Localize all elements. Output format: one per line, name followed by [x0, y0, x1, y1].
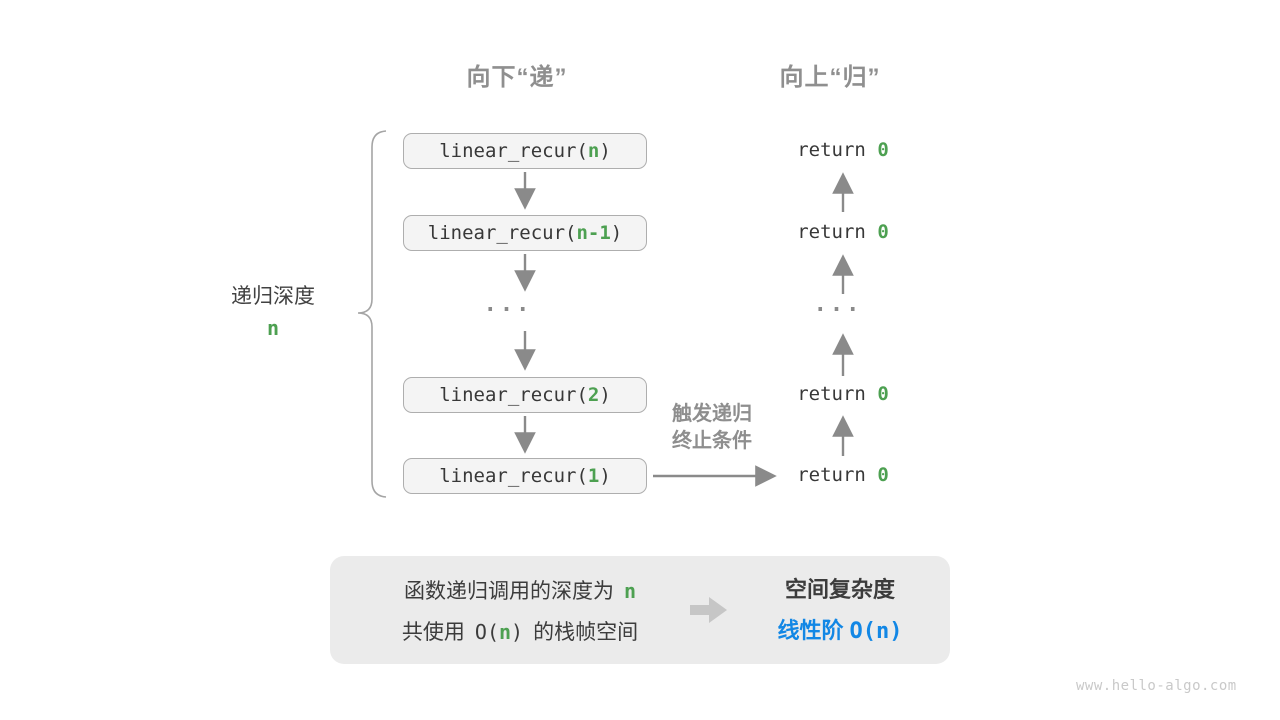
call-text: ) [599, 384, 611, 406]
return-keyword: return [797, 383, 878, 405]
return-value: 0 [877, 139, 889, 161]
summary-line1-text: 函数递归调用的深度为 [403, 580, 614, 603]
implies-arrow-icon [690, 597, 727, 623]
termination-note: 触发递归 终止条件 [651, 401, 773, 455]
descend-ellipsis: ... [483, 292, 533, 317]
big-o-open: O( [474, 620, 499, 644]
call-text: linear_recur( [439, 140, 588, 162]
order-notation: O(n) [849, 619, 903, 644]
summary-line1: 函数递归调用的深度为 n [340, 571, 700, 612]
watermark: www.hello-algo.com [1076, 678, 1237, 694]
return-keyword: return [797, 464, 878, 486]
order-label: 线性阶 [777, 618, 844, 643]
termination-note-line1: 触发递归 [672, 403, 752, 425]
call-arg: n-1 [576, 222, 611, 244]
summary-line1-n: n [623, 579, 637, 603]
call-box-1: linear_recur(1) [403, 458, 647, 494]
big-o-n: n [499, 620, 512, 644]
summary-line2-pre: 共使用 [401, 621, 465, 644]
column-header-descend: 向下“递” [466, 64, 568, 91]
call-arg: n [587, 140, 600, 162]
return-value: 0 [877, 221, 889, 243]
return-keyword: return [797, 221, 878, 243]
depth-brace [357, 130, 387, 498]
call-text: ) [599, 140, 611, 162]
column-header-ascend: 向上“归” [779, 64, 881, 91]
recursion-depth-label: 递归深度 [231, 285, 315, 308]
call-box-2: linear_recur(2) [403, 377, 647, 413]
call-box-n: linear_recur(n) [403, 133, 647, 169]
recursion-depth-value: n [212, 316, 334, 340]
return-statement: return 0 [769, 219, 917, 245]
return-statement: return 0 [769, 381, 917, 407]
big-o-close: ) [511, 620, 524, 644]
call-text: ) [610, 222, 623, 244]
return-value: 0 [877, 464, 889, 486]
ascend-ellipsis: ... [813, 292, 863, 317]
call-box-n-1: linear_recur(n-1) [403, 215, 647, 251]
call-arg: 1 [587, 465, 600, 487]
return-value: 0 [877, 383, 889, 405]
return-statement: return 0 [769, 462, 917, 488]
call-text: ) [599, 465, 611, 487]
space-complexity-title: 空间复杂度 [784, 577, 895, 602]
summary-line2-post: 的栈帧空间 [533, 621, 639, 644]
call-text: linear_recur( [439, 384, 588, 406]
return-statement: return 0 [769, 137, 917, 163]
return-keyword: return [797, 139, 878, 161]
call-arg: 2 [587, 384, 600, 406]
summary-line2: 共使用 O(n) 的栈帧空间 [340, 612, 700, 653]
termination-note-line2: 终止条件 [672, 430, 752, 452]
call-text: linear_recur( [439, 465, 588, 487]
call-text: linear_recur( [427, 222, 577, 244]
depth-n: n [266, 316, 280, 340]
